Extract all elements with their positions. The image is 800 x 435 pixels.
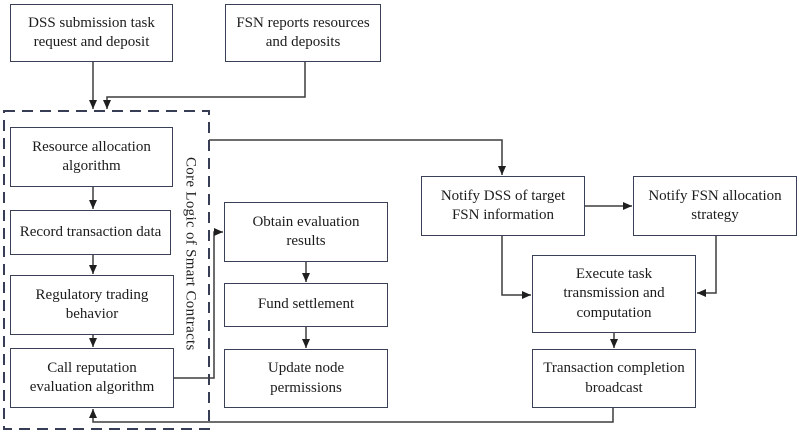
node-update-permissions: Update node permissions [224,349,388,408]
node-record-transaction: Record transaction data [10,210,171,255]
edge-notifydss-to-execute [501,236,531,299]
edge-broadcast-to-call [89,408,614,423]
node-fsn-reports: FSN reports resources and deposits [225,4,381,62]
node-dss-submission: DSS submission task request and deposit [10,4,173,62]
node-transaction-broadcast: Transaction completion broadcast [532,349,696,408]
edge-fsn-to-container [103,62,306,109]
node-fund-settlement: Fund settlement [224,283,388,327]
node-execute-task: Execute task transmission and computatio… [532,255,696,333]
smart-contracts-container [3,110,210,430]
edge-container-to-notifydss [209,139,506,175]
edge-call-to-obtain [174,228,223,379]
node-notify-dss: Notify DSS of target FSN information [421,176,585,236]
edge-notifyfsn-to-execute [697,236,717,297]
smart-contracts-container-label: Core Logic of Smart Contracts [182,156,199,351]
node-obtain-evaluation: Obtain evaluation results [224,202,388,262]
node-call-reputation: Call reputation evaluation algorithm [10,348,174,408]
node-resource-allocation: Resource allocation algorithm [10,127,173,187]
node-regulatory-trading: Regulatory trading behavior [10,275,174,335]
node-notify-fsn: Notify FSN allocation strategy [633,176,797,236]
